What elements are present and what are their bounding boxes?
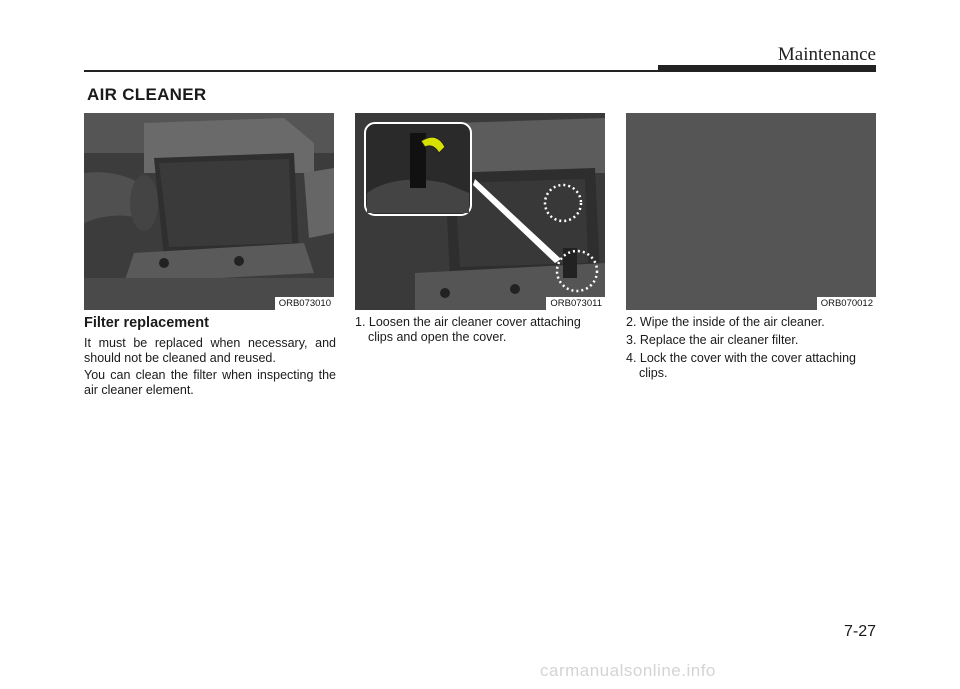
subheading-filter-replacement: Filter replacement — [84, 315, 209, 331]
step-item: 2. Wipe the inside of the air cleaner. — [626, 315, 825, 329]
page-number: 7-27 — [843, 623, 876, 640]
figure-caption: ORB073010 — [274, 297, 334, 310]
engine-bay-illustration — [84, 113, 334, 310]
figure-loosen-clips: ORB073011 — [355, 113, 605, 310]
step-item: 3. Replace the air cleaner filter. — [626, 333, 799, 347]
header-rule-accent — [658, 65, 876, 72]
paragraph: It must be replaced when necessary, and … — [84, 336, 336, 365]
steps-list: 1. Loosen the air cleaner cover attachin… — [355, 315, 607, 348]
section-title: AIR CLEANER — [87, 85, 207, 104]
header-rule — [84, 70, 684, 72]
step-item: 1. Loosen the air cleaner cover attachin… — [355, 315, 581, 344]
steps-list: 2. Wipe the inside of the air cleaner. 3… — [626, 315, 878, 384]
clip-detail-illustration — [355, 113, 605, 310]
figure-caption: ORB070012 — [816, 297, 876, 310]
page-header-title: Maintenance — [777, 44, 876, 65]
figure-air-cleaner-engine-bay: ORB073010 — [84, 113, 334, 310]
watermark: carmanualsonline.info — [540, 661, 716, 680]
paragraph: You can clean the filter when inspecting… — [84, 368, 336, 397]
figure-caption: ORB073011 — [546, 297, 605, 310]
step-item: 4. Lock the cover with the cover attachi… — [626, 351, 856, 380]
figure-air-cleaner-filter: ORB070012 — [626, 113, 876, 310]
